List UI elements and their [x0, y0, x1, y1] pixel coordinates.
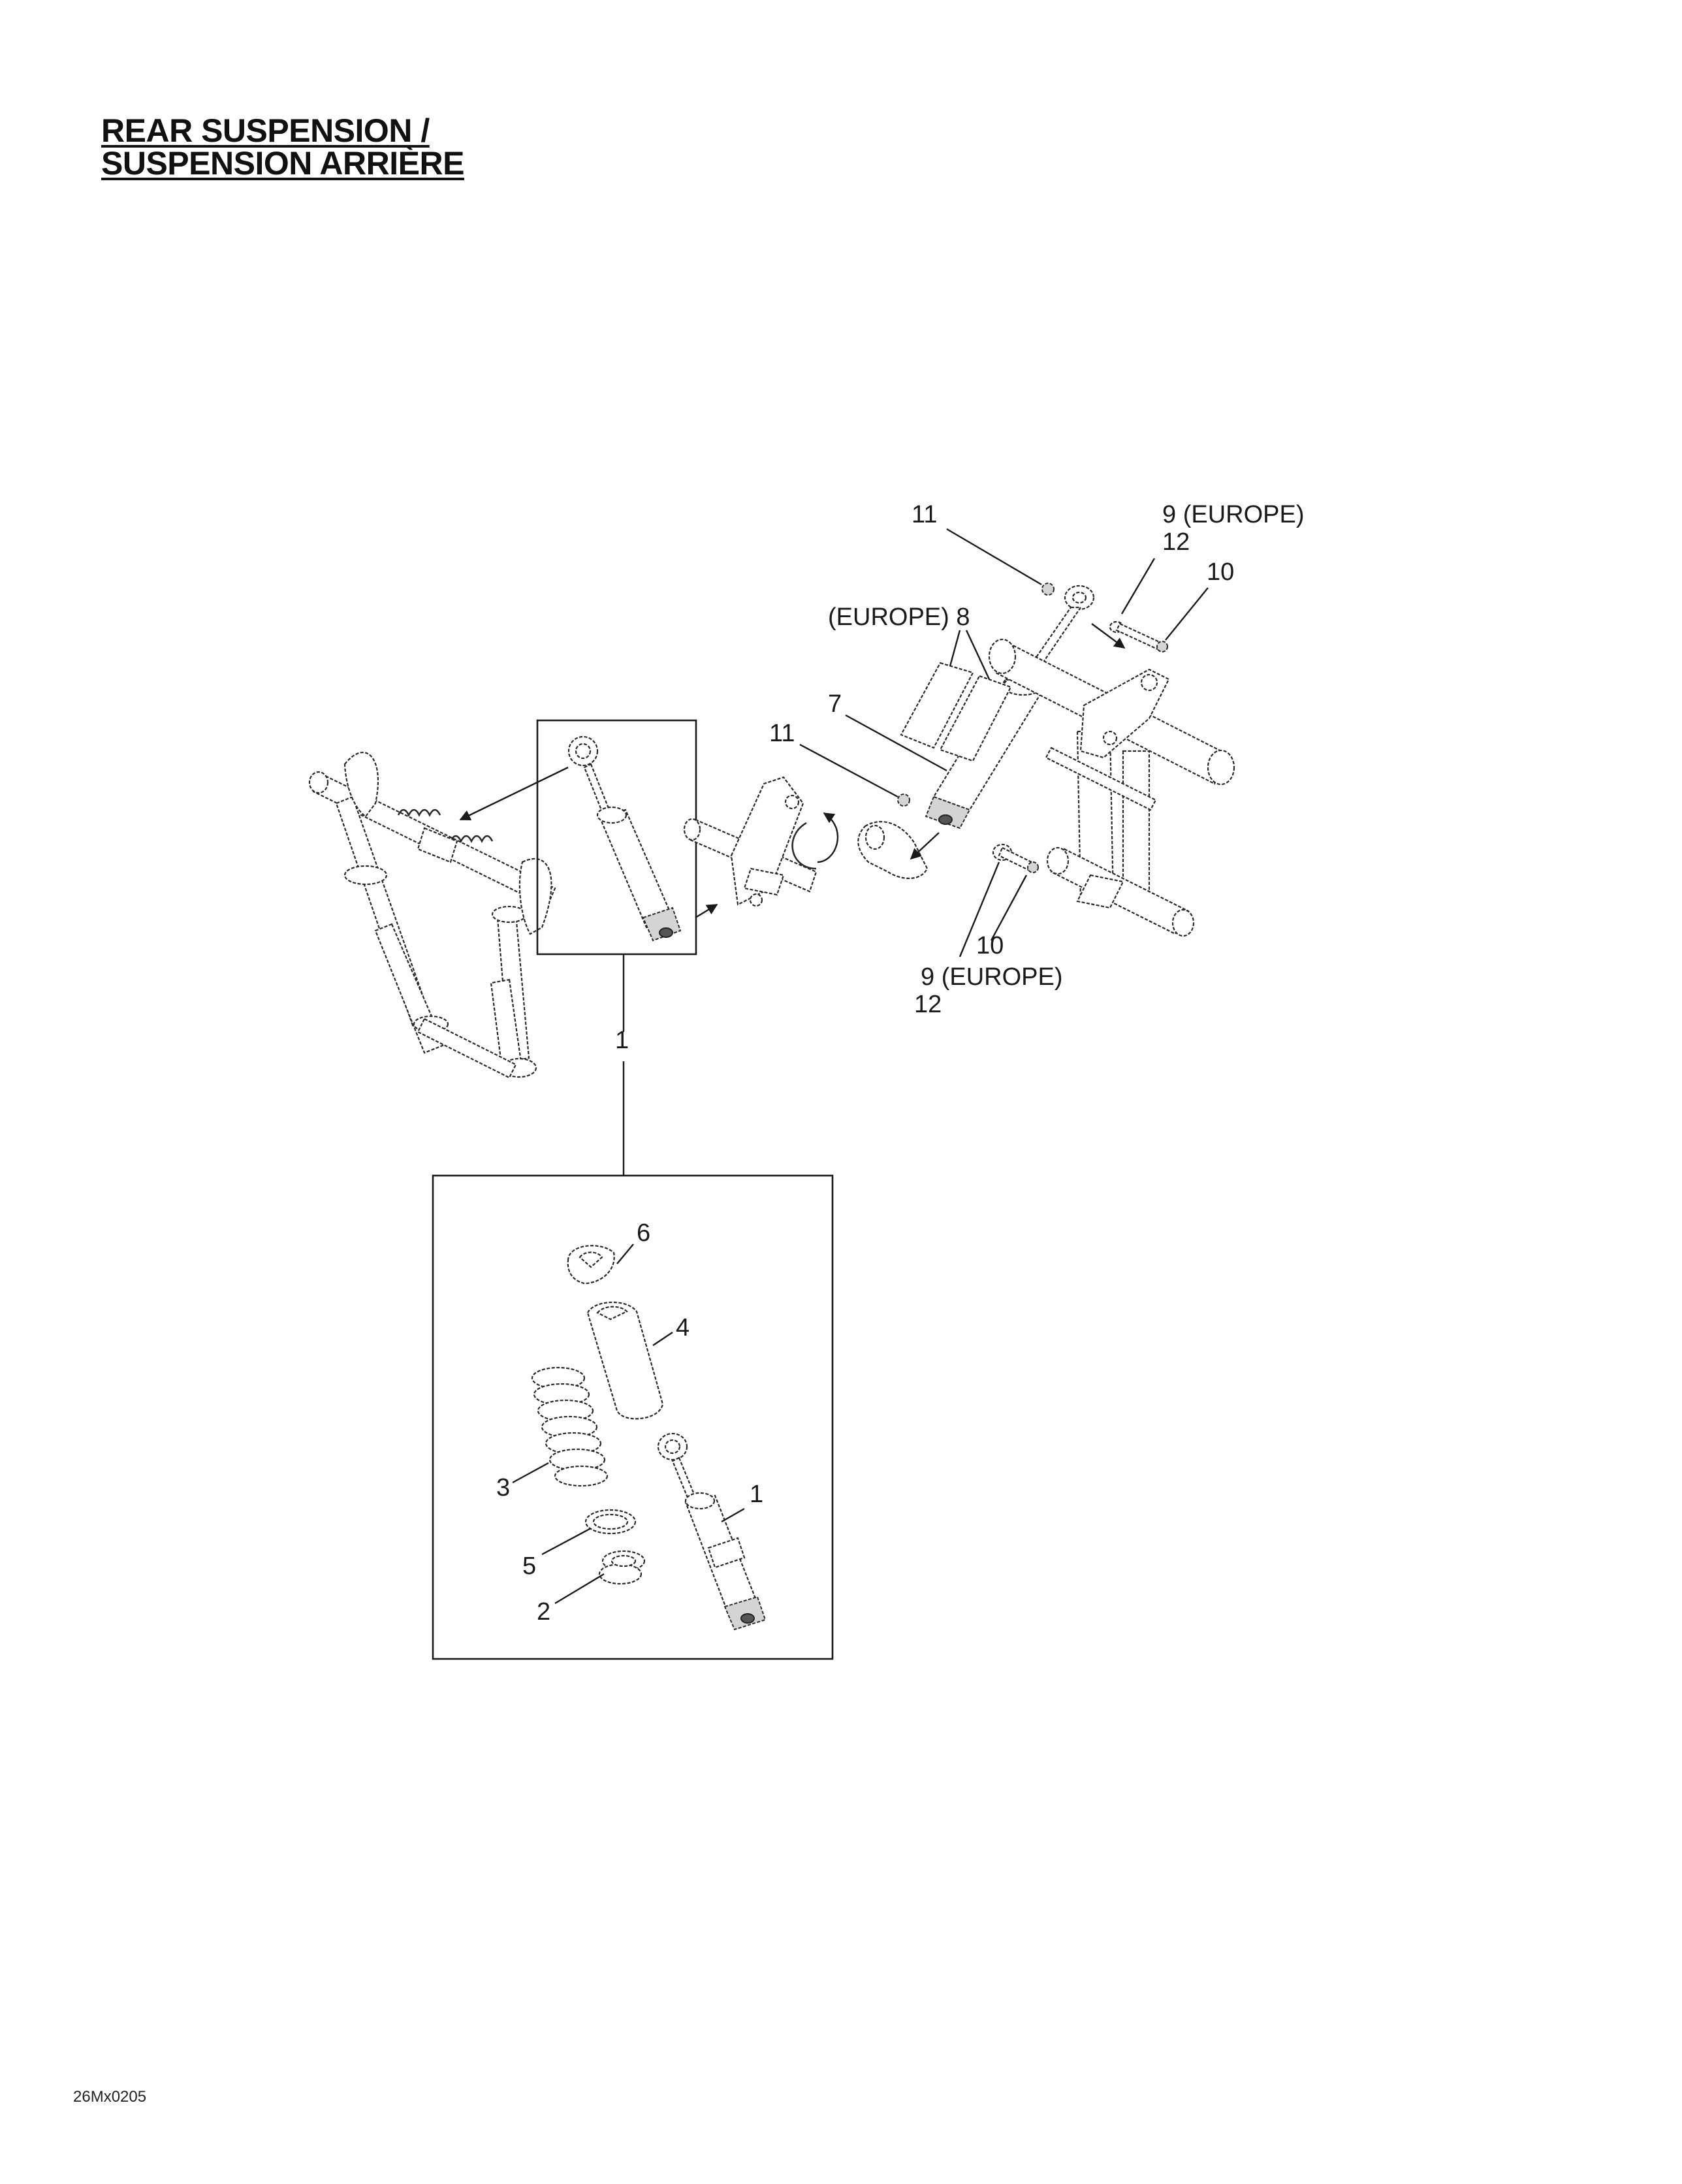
top-hardware — [1109, 620, 1168, 652]
bottom-hardware — [992, 843, 1039, 873]
front-arm-assembly — [308, 751, 556, 1079]
title-line-french: SUSPENSION ARRIÈRE — [101, 145, 464, 182]
title-line-english: REAR SUSPENSION / — [101, 112, 430, 149]
callout-10-bottom: 10 — [976, 932, 1004, 959]
callout-10-top: 10 — [1207, 558, 1234, 586]
callout-1-detail: 1 — [750, 1481, 763, 1508]
rear-arm-assembly — [988, 638, 1235, 937]
callout-1-group: 1 — [615, 1027, 629, 1054]
detail-parts: 6 4 3 5 2 — [496, 1219, 767, 1631]
callout-6: 6 — [637, 1219, 650, 1247]
arrow-damper-to-cam — [910, 832, 940, 860]
callout-9-europe-bottom: 9 (EUROPE) — [921, 963, 1062, 991]
callout-11-top: 11 — [912, 501, 937, 528]
europe-decals — [900, 662, 1012, 762]
exploded-detail-box — [432, 1174, 834, 1660]
page-title: REAR SUSPENSION / SUSPENSION ARRIÈRE — [101, 114, 464, 180]
arrow-to-front-arm — [459, 766, 569, 821]
callout-7: 7 — [828, 690, 842, 718]
drawing-code: 26Mx0205 — [73, 2088, 147, 2106]
callout-12-bottom: 12 — [914, 991, 942, 1018]
arrow-to-bracket — [695, 903, 718, 919]
callout-3: 3 — [496, 1474, 510, 1502]
cam-stopper — [857, 821, 928, 879]
arrow-top-bolt — [1091, 623, 1126, 649]
coil-spring — [531, 1366, 609, 1487]
callout-4: 4 — [676, 1314, 690, 1341]
callout-9-europe-top: 9 (EUROPE) — [1162, 501, 1304, 528]
callout-11-mid: 11 — [769, 720, 795, 747]
callouts-upper: 11 9 (EUROPE) 12 10 (EUROPE) 8 7 11 10 9… — [769, 501, 1304, 1018]
callout-2: 2 — [537, 1598, 550, 1626]
callout-12-top: 12 — [1162, 528, 1190, 556]
arrow-on-bracket — [817, 812, 839, 863]
callout-5: 5 — [522, 1552, 536, 1580]
callout-8-europe: (EUROPE) 8 — [828, 603, 970, 631]
rear-shock-absorber-assembly — [567, 735, 682, 942]
pivot-bracket — [683, 776, 817, 907]
